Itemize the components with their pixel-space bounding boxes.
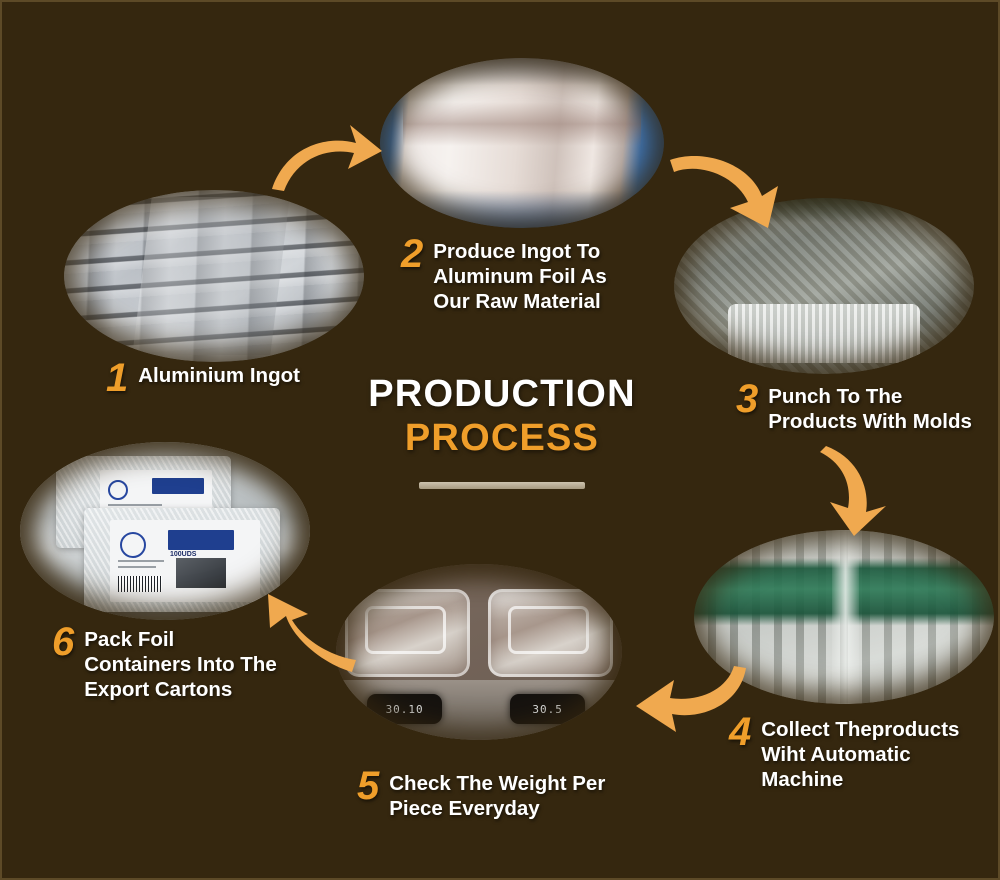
title-divider (419, 481, 585, 489)
step-5-label: 5 Check The Weight Per Piece Everyday (357, 764, 606, 821)
step-4-image (694, 530, 994, 704)
step-3-label: 3 Punch To The Products With Molds (736, 377, 972, 434)
carton-quantity-text: 100UDS (170, 551, 197, 558)
step-6-image: 100UDS (20, 442, 310, 620)
step-2-number: 2 (401, 232, 424, 276)
step-2-label: 2 Produce Ingot To Aluminum Foil As Our … (401, 232, 607, 314)
globe-logo-icon (120, 532, 146, 558)
step-5-caption: Check The Weight Per Piece Everyday (389, 772, 606, 820)
page-title-line-2: PROCESS (404, 417, 600, 460)
step-3-caption: Punch To The Products With Molds (768, 385, 972, 433)
scale-right-readout: 30.5 (532, 702, 563, 716)
step-4-label: 4 Collect Theproducts Wiht Automatic Mac… (729, 710, 960, 792)
arrow-step3-to-step4 (820, 446, 886, 536)
step-4-caption: Collect Theproducts Wiht Automatic Machi… (761, 718, 960, 791)
scale-right-panel: 30.5 (479, 564, 622, 740)
step-2-image (380, 58, 664, 228)
step-1-caption: Aluminium Ingot (138, 364, 300, 387)
arrow-step1-to-step2 (272, 125, 382, 191)
scale-left-panel: 30.10 (336, 564, 479, 740)
step-6-number: 6 (52, 620, 75, 664)
step-6-label: 6 Pack Foil Containers Into The Export C… (52, 620, 277, 702)
page-title-line-1: PRODUCTION (368, 373, 636, 415)
step-4-number: 4 (729, 710, 752, 754)
step-3-number: 3 (736, 377, 759, 421)
center-title-block: PRODUCTION PROCESS (332, 373, 672, 489)
step-5-number: 5 (357, 764, 380, 808)
step-2-caption: Produce Ingot To Aluminum Foil As Our Ra… (433, 240, 607, 313)
step-5-image: 30.10 30.5 (336, 564, 622, 740)
carton-front: 100UDS (84, 508, 280, 612)
step-1-number: 1 (106, 356, 129, 400)
step-6-caption: Pack Foil Containers Into The Export Car… (84, 628, 277, 701)
step-3-image (674, 198, 974, 374)
scale-right-display: 30.5 (510, 694, 585, 725)
scale-left-readout: 30.10 (385, 702, 424, 716)
scale-left-display: 30.10 (367, 694, 442, 725)
step-1-label: 1 Aluminium Ingot (106, 356, 300, 400)
step-1-image (64, 190, 364, 362)
